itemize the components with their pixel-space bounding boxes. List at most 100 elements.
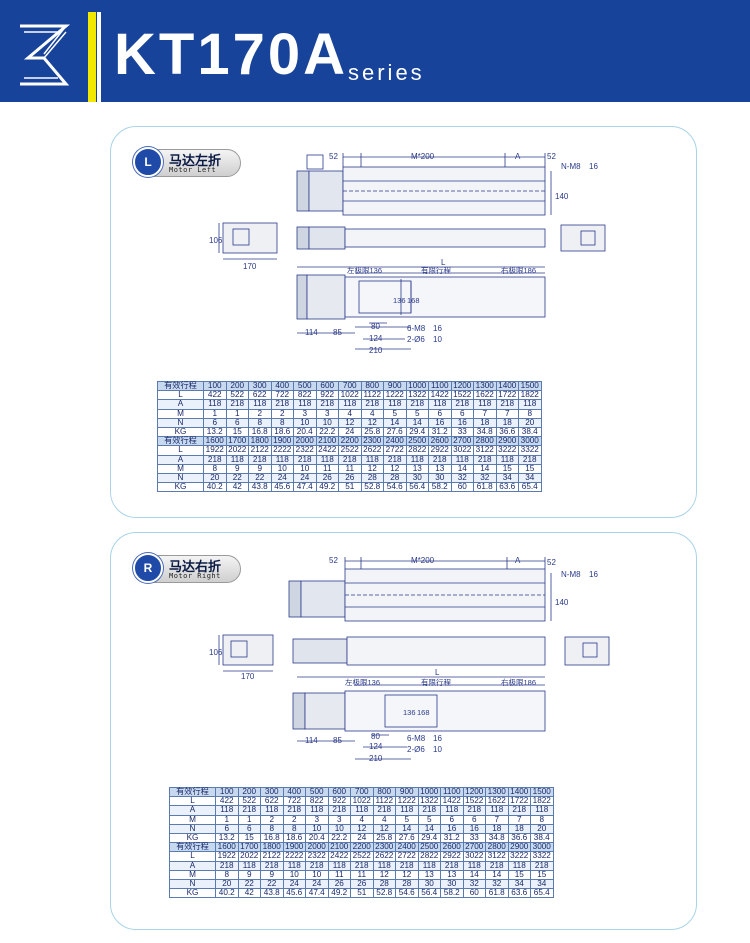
table-cell: 61.8: [485, 888, 509, 899]
table-cell: 218: [485, 860, 509, 871]
dim-80: 80: [371, 732, 380, 741]
dim-m200: M*200: [411, 152, 435, 161]
table-cell: 2022: [225, 445, 249, 456]
table-cell: 100: [215, 786, 239, 798]
dim-nm8-depth: 16: [589, 570, 598, 579]
table-cell: 13: [440, 869, 464, 880]
table-cell: 3222: [495, 445, 519, 456]
dim-l: L: [441, 258, 446, 267]
table-cell: 3322: [530, 851, 554, 862]
dim-right-limit: 右极限186: [501, 677, 536, 687]
table-cell: 218: [203, 454, 227, 465]
table-cell: 218: [530, 860, 554, 871]
table-cell: 2122: [260, 851, 284, 862]
table-cell: 118: [417, 860, 441, 871]
table-cell: 20: [215, 878, 239, 890]
table-cell: 118: [203, 399, 227, 410]
table-cell: 6: [450, 408, 474, 419]
table-cell: 218: [383, 454, 407, 465]
table-cell: 13.2: [215, 832, 239, 844]
table-cell: 12: [372, 869, 396, 880]
table-cell: 1: [225, 408, 249, 419]
table-cell: 56.4: [405, 482, 429, 493]
dim-52-left: 52: [329, 152, 338, 161]
table-cell: 3: [327, 814, 351, 825]
dim-80: 80: [371, 322, 380, 331]
row-label: L: [169, 796, 216, 807]
dim-phi6-depth: 10: [433, 745, 442, 754]
dim-6m8-depth: 16: [433, 734, 442, 743]
table-cell: 11: [315, 463, 339, 474]
table-cell: 10: [293, 463, 317, 474]
row-label: M: [157, 463, 204, 474]
table-cell: 118: [507, 860, 531, 871]
dim-210: 210: [369, 346, 383, 355]
table-cell: 61.8: [473, 482, 497, 493]
badge-letter: R: [133, 553, 163, 583]
table-cell: 38.4: [530, 832, 554, 844]
dim-170: 170: [241, 672, 255, 681]
table-cell: 7: [495, 408, 519, 419]
table-cell: 4: [372, 814, 396, 825]
dim-106: 106: [209, 648, 223, 657]
dim-phi6: 2-Ø6: [407, 335, 425, 344]
row-label: A: [169, 805, 216, 816]
table-cell: 8: [215, 869, 239, 880]
table-cell: 10: [270, 463, 294, 474]
table-cell: 2822: [417, 851, 441, 862]
table-cell: 15: [495, 463, 519, 474]
table-cell: 2722: [383, 445, 407, 456]
brand-logo-icon: [20, 24, 71, 86]
table-cell: 218: [518, 454, 542, 465]
table-cell: 118: [485, 805, 509, 816]
dim-nm8: N-M8: [561, 162, 581, 171]
row-label: M: [169, 869, 216, 880]
dim-m200: M*200: [411, 556, 435, 565]
dim-left-limit: 左极限136: [345, 677, 380, 687]
table-cell: 20: [530, 823, 554, 834]
badge-letter: L: [133, 147, 163, 177]
table-cell: 118: [215, 805, 239, 816]
dim-6m8-depth: 16: [433, 324, 442, 333]
row-label: L: [169, 851, 216, 862]
table-cell: 6: [428, 408, 452, 419]
table-cell: 2222: [282, 851, 306, 862]
table-cell: 218: [305, 860, 329, 871]
row-label: M: [157, 408, 204, 419]
dimension-drawing: 52 M*200 A 52 N-M8 16 140 106 170 L 左极限1…: [209, 152, 606, 355]
table-cell: 218: [360, 399, 384, 410]
table-cell: 118: [428, 399, 452, 410]
table-cell: 40.2: [203, 482, 227, 493]
table-cell: 3022: [450, 445, 474, 456]
table-cell: 34: [530, 878, 554, 890]
table-cell: 9: [237, 869, 261, 880]
dim-140: 140: [555, 598, 569, 607]
table-cell: 12: [395, 869, 419, 880]
dim-52-right: 52: [547, 558, 556, 567]
page-header: KT170A series: [0, 0, 750, 102]
table-cell: 4: [338, 408, 362, 419]
table-cell: 8: [530, 814, 554, 825]
table-cell: 6: [462, 814, 486, 825]
table-cell: 1600: [215, 842, 239, 853]
table-cell: 1500: [530, 786, 554, 798]
table-cell: 218: [350, 860, 374, 871]
dim-a: A: [515, 152, 521, 161]
table-cell: 118: [518, 399, 542, 410]
table-cell: 4: [350, 814, 374, 825]
table-cell: 2522: [338, 445, 362, 456]
table-cell: 11: [350, 869, 374, 880]
table-cell: 2122: [248, 445, 272, 456]
table-cell: 5: [383, 408, 407, 419]
table-cell: 2922: [440, 851, 464, 862]
table-cell: 2022: [237, 851, 261, 862]
table-cell: 7: [507, 814, 531, 825]
table-cell: 2722: [395, 851, 419, 862]
table-cell: 6: [440, 814, 464, 825]
dim-6m8: 6-M8: [407, 734, 426, 743]
table-cell: 218: [248, 454, 272, 465]
table-cell: 4: [360, 408, 384, 419]
